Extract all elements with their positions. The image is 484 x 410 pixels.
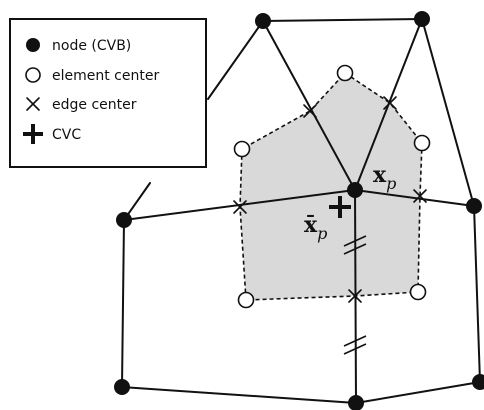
equal-length-ticks	[343, 235, 367, 355]
node-marker	[116, 212, 132, 228]
legend-label-element-center: element center	[52, 68, 159, 84]
xbar-label-sub: p	[317, 224, 327, 243]
nodes	[114, 11, 484, 410]
edge-center-marker	[233, 200, 247, 214]
xp-label-sub: p	[386, 174, 396, 193]
legend-label-cvc: CVC	[52, 127, 81, 143]
node-marker	[414, 11, 430, 27]
node-marker	[347, 182, 363, 198]
legend-box	[9, 18, 207, 168]
xp-label-base: x	[373, 162, 387, 188]
mesh-edges	[121, 18, 481, 404]
legend-cvc-icon	[23, 124, 43, 144]
edge-centers	[233, 96, 427, 303]
legend-node-icon	[26, 38, 40, 52]
xp-label: xp	[373, 162, 396, 193]
legend-edge-center-icon	[26, 97, 40, 111]
legend-label-node: node (CVB)	[52, 38, 131, 54]
cvc-marker	[329, 196, 351, 218]
element-center-marker	[233, 140, 251, 158]
element-centers	[233, 64, 431, 309]
edge-center-marker	[383, 96, 397, 110]
node-marker	[472, 374, 484, 390]
element-center-marker	[336, 64, 354, 82]
xbar-label: x̄p	[304, 212, 327, 243]
element-center-marker	[409, 283, 427, 301]
legend: node (CVB) element center edge center CV…	[9, 18, 207, 168]
node-marker	[348, 395, 364, 410]
legend-label-edge-center: edge center	[52, 97, 137, 113]
edge-center-marker	[303, 104, 317, 118]
node-marker	[114, 379, 130, 395]
edge-center-marker	[348, 289, 362, 303]
legend-element-center-icon	[25, 67, 41, 83]
node-marker	[466, 198, 482, 214]
xbar-label-base: x̄	[304, 212, 318, 238]
element-center-marker	[237, 291, 255, 309]
control-volume-shaded-region	[240, 73, 422, 300]
element-center-marker	[413, 134, 431, 152]
edge-center-marker	[413, 189, 427, 203]
node-marker	[255, 13, 271, 29]
